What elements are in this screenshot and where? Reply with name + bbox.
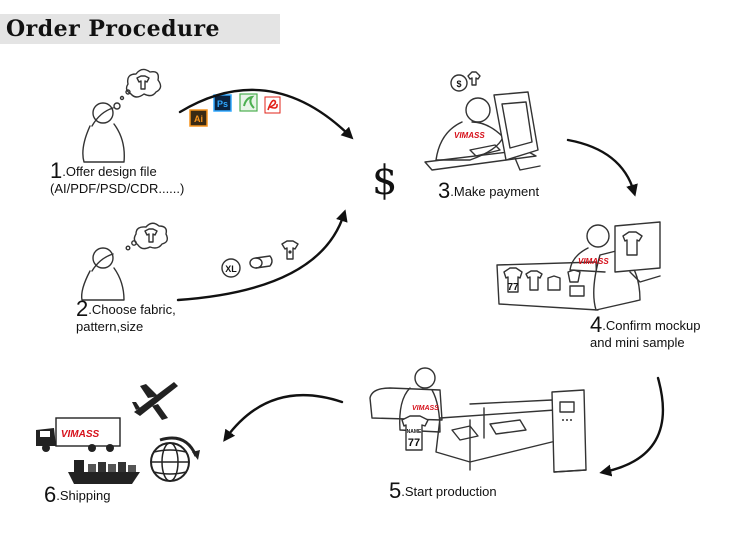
- arrow-step4-to-step5: [599, 376, 665, 477]
- person-choosing-icon: [80, 222, 169, 301]
- step-2-label: 2.Choose fabric, pattern,size: [76, 296, 176, 335]
- person-thinking-icon: [82, 68, 162, 163]
- size-xl-icon: XL: [221, 258, 241, 278]
- production-scene-icon: VIMASS NAME 77: [369, 367, 587, 473]
- pdf-icon: [264, 96, 281, 114]
- cargo-ship-icon: [68, 460, 140, 484]
- step-4-label: 4.Confirm mockup and mini sample: [590, 312, 701, 351]
- arrow-step5-to-step6: [223, 394, 344, 442]
- airplane-icon: [132, 382, 178, 420]
- svg-text:Ps: Ps: [217, 99, 228, 109]
- brand-logo: VIMASS: [454, 131, 485, 140]
- svg-text:XL: XL: [225, 264, 237, 274]
- step-6-label: 6.Shipping: [44, 482, 111, 507]
- svg-text:$: $: [456, 79, 461, 89]
- fabric-options-icons: XL: [221, 240, 299, 278]
- illustrator-icon: Ai: [189, 109, 208, 127]
- fabric-roll-icon: [249, 255, 273, 269]
- svg-text:77: 77: [507, 282, 519, 293]
- svg-text:Ai: Ai: [194, 114, 203, 124]
- arrow-step1-to-step3: [178, 88, 354, 140]
- title-bar: Order Procedure: [0, 14, 280, 44]
- arrow-step2-to-step3: [176, 209, 348, 302]
- photoshop-icon: Ps: [213, 94, 232, 112]
- step-5-label: 5.Start production: [389, 478, 497, 503]
- arrow-step3-to-step4: [566, 138, 638, 197]
- shipping-scene-icon: VIMASS: [36, 382, 200, 484]
- coreldraw-icon: [239, 93, 258, 112]
- svg-text:VIMASS: VIMASS: [412, 405, 439, 412]
- step-1-label: 1.Offer design file (AI/PDF/PSD/CDR.....…: [50, 158, 185, 197]
- svg-text:77: 77: [408, 437, 420, 449]
- delivery-truck-icon: VIMASS: [36, 417, 121, 452]
- person-at-computer-icon: $ VIMASS: [424, 71, 541, 171]
- step-3-label: 3.Make payment: [438, 178, 540, 203]
- svg-text:NAME: NAME: [407, 429, 422, 435]
- page-title: Order Procedure: [6, 16, 221, 42]
- svg-text:VIMASS: VIMASS: [61, 429, 100, 440]
- dollar-icon: $: [372, 158, 397, 204]
- svg-text:77: 77: [628, 247, 636, 254]
- file-format-icons: Ai Ps: [189, 93, 281, 127]
- globe-icon: [150, 436, 200, 482]
- svg-text:VIMASS: VIMASS: [578, 257, 609, 266]
- mockup-scene-icon: 77 VIMASS 77: [496, 221, 661, 311]
- tshirt-pattern-icon: [281, 240, 299, 260]
